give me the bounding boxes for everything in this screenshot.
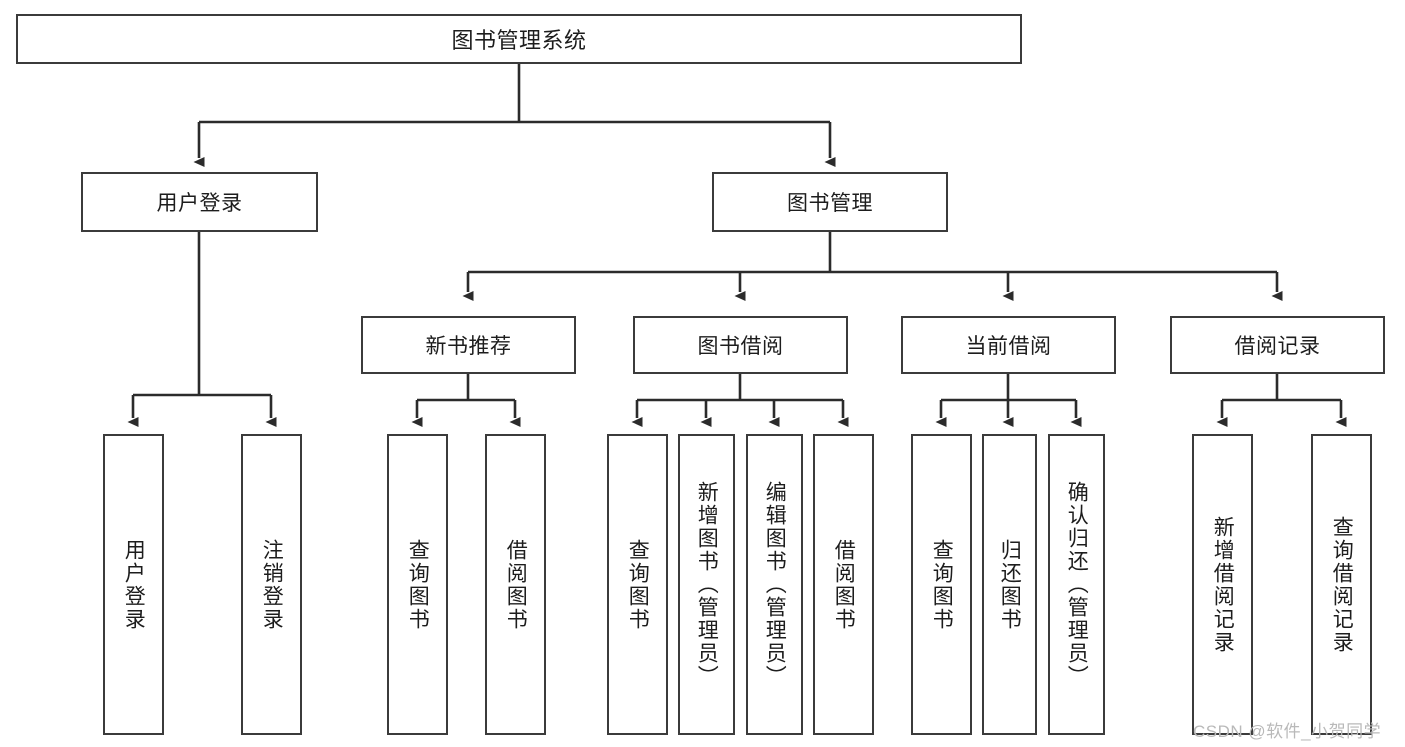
leaf-user-logout[interactable]: 注销登录 bbox=[241, 434, 302, 735]
node-label: 查询图书 bbox=[930, 538, 954, 631]
leaf-borrow-add-book-admin[interactable]: 新增图书（管理员） bbox=[678, 434, 735, 735]
node-label: 借阅图书 bbox=[504, 538, 528, 631]
leaf-current-query-book[interactable]: 查询图书 bbox=[911, 434, 972, 735]
node-book-borrow[interactable]: 图书借阅 bbox=[633, 316, 848, 374]
node-label: 新增图书（管理员） bbox=[695, 481, 719, 688]
node-new-book-recommend[interactable]: 新书推荐 bbox=[361, 316, 576, 374]
leaf-record-query-borrow-record[interactable]: 查询借阅记录 bbox=[1311, 434, 1372, 735]
node-user-login[interactable]: 用户登录 bbox=[81, 172, 318, 232]
node-borrow-record[interactable]: 借阅记录 bbox=[1170, 316, 1385, 374]
node-current-borrow[interactable]: 当前借阅 bbox=[901, 316, 1116, 374]
leaf-borrow-borrow-book[interactable]: 借阅图书 bbox=[813, 434, 874, 735]
node-label: 注销登录 bbox=[260, 538, 284, 631]
node-label: 借阅记录 bbox=[1234, 335, 1321, 358]
node-root-system[interactable]: 图书管理系统 bbox=[16, 14, 1022, 64]
leaf-recommend-query-book[interactable]: 查询图书 bbox=[387, 434, 448, 735]
node-label: 编辑图书（管理员） bbox=[763, 481, 787, 688]
node-label: 新书推荐 bbox=[425, 335, 512, 358]
node-label: 借阅图书 bbox=[832, 538, 856, 631]
leaf-borrow-query-book[interactable]: 查询图书 bbox=[607, 434, 668, 735]
node-label: 当前借阅 bbox=[965, 335, 1052, 358]
node-label: 用户登录 bbox=[156, 192, 243, 215]
node-label: 图书借阅 bbox=[697, 335, 784, 358]
watermark: CSDN @软件_小贺同学 bbox=[1193, 722, 1382, 741]
leaf-borrow-edit-book-admin[interactable]: 编辑图书（管理员） bbox=[746, 434, 803, 735]
node-label: 用户登录 bbox=[122, 538, 146, 631]
node-label: 查询图书 bbox=[406, 538, 430, 631]
leaf-current-confirm-return-admin[interactable]: 确认归还（管理员） bbox=[1048, 434, 1105, 735]
node-label: 图书管理系统 bbox=[451, 28, 587, 53]
node-label: 新增借阅记录 bbox=[1211, 515, 1235, 654]
node-label: 图书管理 bbox=[787, 192, 873, 215]
node-label: 归还图书 bbox=[998, 538, 1022, 631]
leaf-recommend-borrow-book[interactable]: 借阅图书 bbox=[485, 434, 546, 735]
leaf-user-login[interactable]: 用户登录 bbox=[103, 434, 164, 735]
node-label: 查询图书 bbox=[626, 538, 650, 631]
leaf-record-add-borrow-record[interactable]: 新增借阅记录 bbox=[1192, 434, 1253, 735]
node-label: 查询借阅记录 bbox=[1330, 515, 1354, 654]
node-book-management[interactable]: 图书管理 bbox=[712, 172, 948, 232]
node-label: 确认归还（管理员） bbox=[1065, 481, 1089, 688]
leaf-current-return-book[interactable]: 归还图书 bbox=[982, 434, 1037, 735]
